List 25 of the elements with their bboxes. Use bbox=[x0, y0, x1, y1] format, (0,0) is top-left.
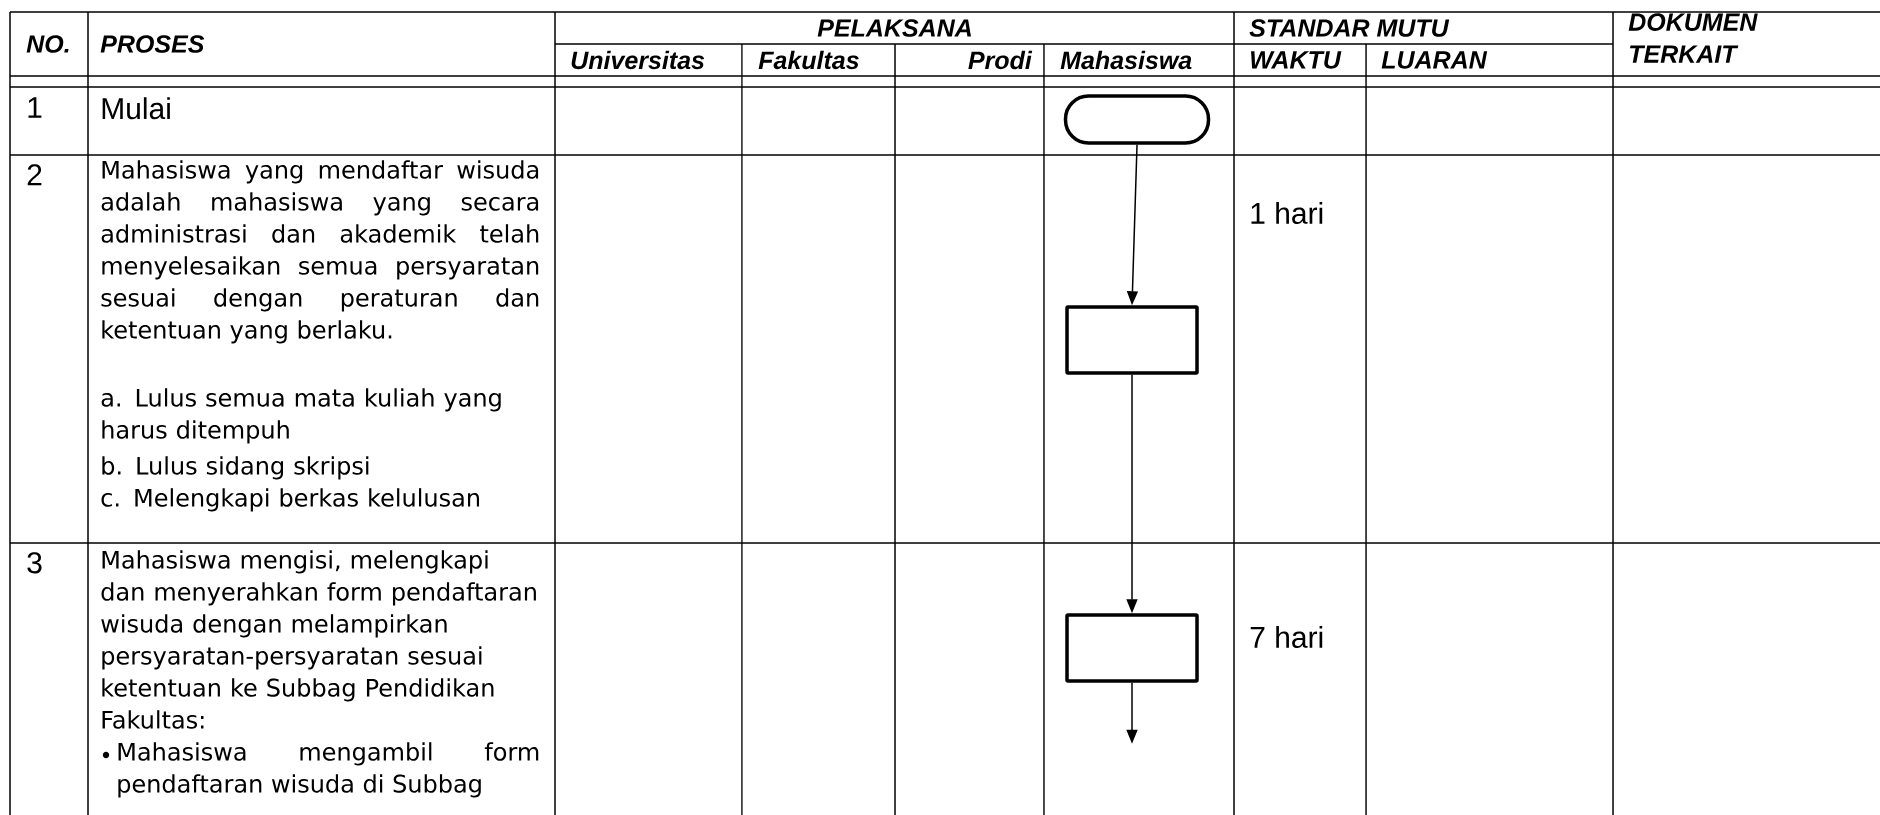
header-text: LUARAN bbox=[1381, 51, 1488, 69]
header-text: PROSES bbox=[100, 35, 205, 53]
terminator-shape bbox=[1063, 94, 1211, 145]
header-text: DOKUMEN TERKAIT bbox=[1628, 13, 1758, 63]
header-text: Fakultas bbox=[758, 50, 859, 70]
row-number: 2 bbox=[27, 164, 42, 186]
process-box bbox=[1065, 613, 1199, 683]
list-item: c. Melengkapi berkas kelulusan bbox=[101, 488, 479, 512]
header-text: NO. bbox=[26, 35, 69, 53]
header-text: Mahasiswa bbox=[1060, 50, 1192, 70]
header-text: WAKTU bbox=[1251, 51, 1342, 69]
process-text: Mahasiswa mengisi, melengkapi dan menyerahkan form pendaftaran wisuda dengan melampirkan persyaratan-persyaratan sesuai ketentuan ke Subbag Pendidikan Fakultas: bbox=[101, 550, 536, 729]
duration-text: 1 hari bbox=[1251, 202, 1323, 224]
list-item: Mahasiswa mengambil form pendaftaran wisuda di Subbag bbox=[118, 742, 539, 798]
row-number: 3 bbox=[27, 552, 42, 574]
header-text: STANDAR MUTU bbox=[1249, 19, 1450, 37]
list-item: b. Lulus sidang skripsi bbox=[102, 456, 369, 480]
process-text: Mulai bbox=[102, 97, 170, 120]
process-box bbox=[1065, 305, 1199, 375]
header-text: Prodi bbox=[968, 50, 1033, 70]
header-text: Universitas bbox=[571, 50, 705, 70]
row-number: 1 bbox=[28, 97, 42, 118]
header-text: PELAKSANA bbox=[817, 19, 971, 37]
duration-text: 7 hari bbox=[1250, 626, 1323, 648]
process-text: Mahasiswa yang mendaftar wisuda adalah mahasiswa yang secara administrasi dan akademik telah menyelesaikan semua persyaratan sesuai dengan peraturan dan ketentuan yang berlaku. bbox=[101, 160, 539, 344]
